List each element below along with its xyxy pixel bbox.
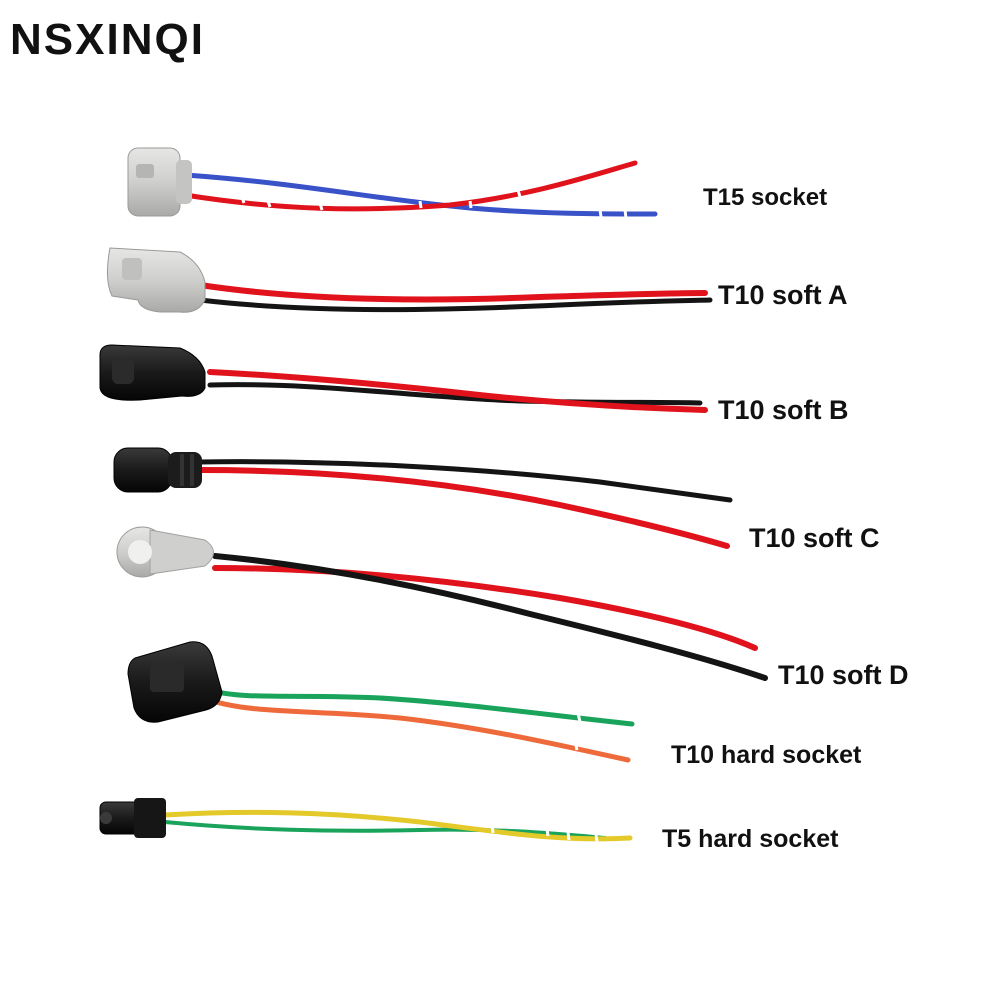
- wire-red: [197, 467, 730, 549]
- brand-logo: NSXINQI: [10, 15, 205, 64]
- label-t10-soft-b: T10 soft B: [718, 395, 849, 425]
- wire-stripes: [240, 189, 628, 219]
- wire-blue: [182, 172, 658, 217]
- label-t5-hard-socket: T5 hard socket: [662, 825, 839, 853]
- wire-black: [197, 459, 733, 503]
- wire-red: [182, 160, 638, 212]
- t10-soft-c-assembly: [113, 447, 733, 549]
- socket-gray: [127, 147, 181, 217]
- wire-yellow: [162, 809, 633, 842]
- wire-green: [163, 820, 607, 840]
- t10-soft-b-assembly: [99, 344, 708, 413]
- label-t10-soft-c: T10 soft C: [749, 523, 880, 553]
- wire-red: [207, 369, 708, 413]
- socket-gray: [106, 247, 206, 313]
- wire-black: [212, 553, 768, 681]
- wire-black: [197, 297, 713, 313]
- t10-soft-d-assembly: [116, 526, 768, 681]
- label-t10-hard-socket: T10 hard socket: [671, 741, 862, 769]
- wire-red: [197, 282, 708, 303]
- t15-socket-assembly: [127, 147, 658, 219]
- socket-black: [113, 447, 173, 493]
- wire-red: [212, 565, 758, 651]
- label-t10-soft-a: T10 soft A: [718, 280, 848, 310]
- t10-soft-a-assembly: [106, 247, 713, 313]
- label-t15-socket: T15 socket: [703, 184, 828, 211]
- wire-green: [207, 687, 635, 727]
- wire-orange: [207, 697, 631, 763]
- t5-hard-socket-assembly: [99, 798, 633, 843]
- label-t10-soft-d: T10 soft D: [778, 660, 909, 690]
- t10-hard-socket-assembly: [127, 641, 635, 763]
